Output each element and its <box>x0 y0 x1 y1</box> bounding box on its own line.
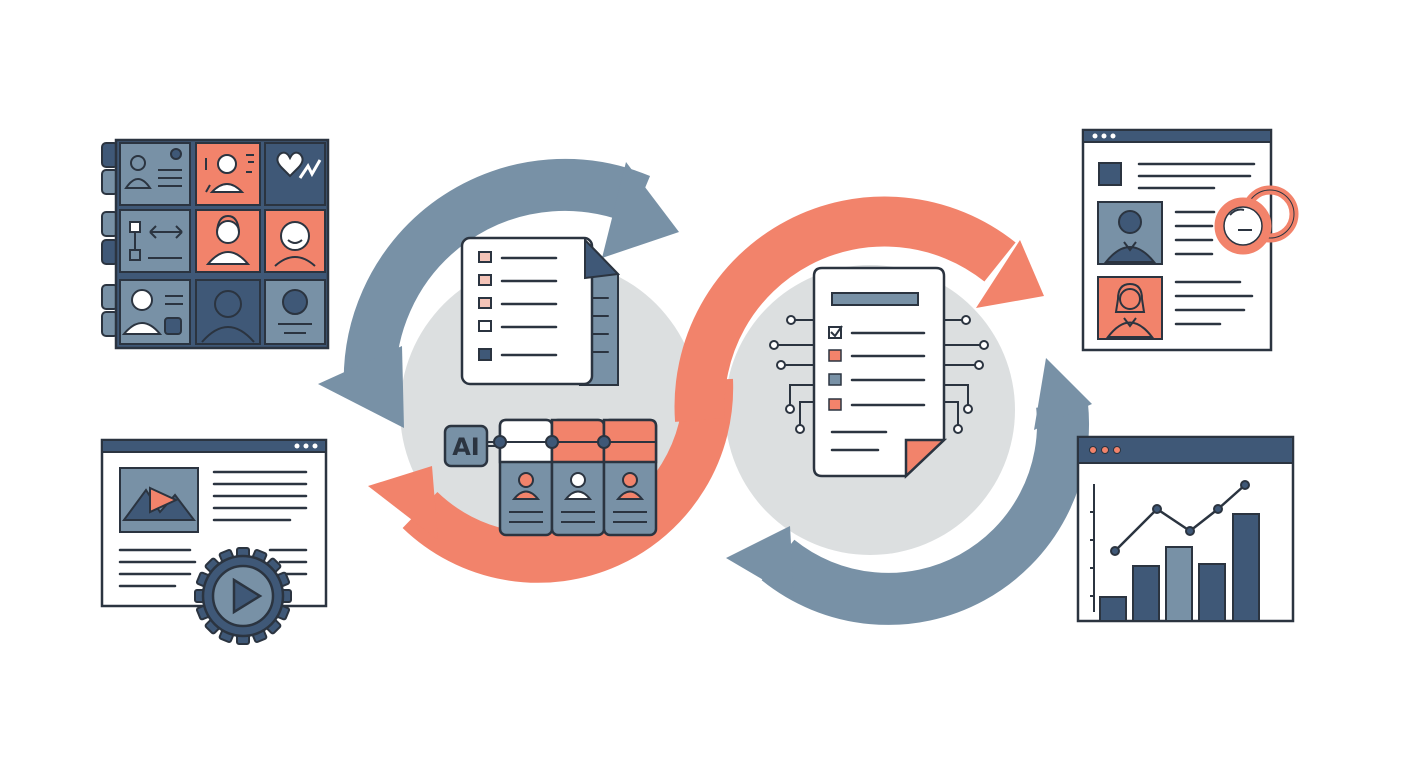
window-dot <box>312 443 318 449</box>
window-dot <box>1101 133 1107 139</box>
profile-grid-board-icon <box>101 138 330 350</box>
right-coral-arc <box>674 196 1016 422</box>
window-dot <box>1101 446 1109 454</box>
window-dot <box>1113 446 1121 454</box>
left-coral-arrowhead <box>368 466 438 540</box>
left-slate-arc <box>343 158 651 392</box>
window-dot <box>294 443 300 449</box>
checklist-document-icon <box>460 236 621 386</box>
play-gear-icon <box>194 547 292 645</box>
ai-candidate-table-icon: AI <box>443 418 658 537</box>
left-slate-arrowhead-top <box>602 162 679 258</box>
ai-label: AI <box>452 433 480 461</box>
right-slate-arrowhead-top <box>1034 358 1092 430</box>
window-dot <box>1089 446 1097 454</box>
ai-circuit-document-icon <box>769 266 989 479</box>
window-dot <box>303 443 309 449</box>
window-dot <box>1092 133 1098 139</box>
window-dot <box>1110 133 1116 139</box>
right-slate-arrowhead-bottom <box>726 526 794 598</box>
right-coral-arrowhead <box>976 240 1044 308</box>
left-coral-arc <box>402 378 734 583</box>
right-slate-arc <box>761 402 1090 625</box>
left-slate-arrowhead-left <box>318 346 404 428</box>
video-lesson-page-icon <box>100 438 328 645</box>
candidate-profile-page-icon <box>1081 128 1299 352</box>
analytics-chart-window-icon <box>1076 435 1295 623</box>
